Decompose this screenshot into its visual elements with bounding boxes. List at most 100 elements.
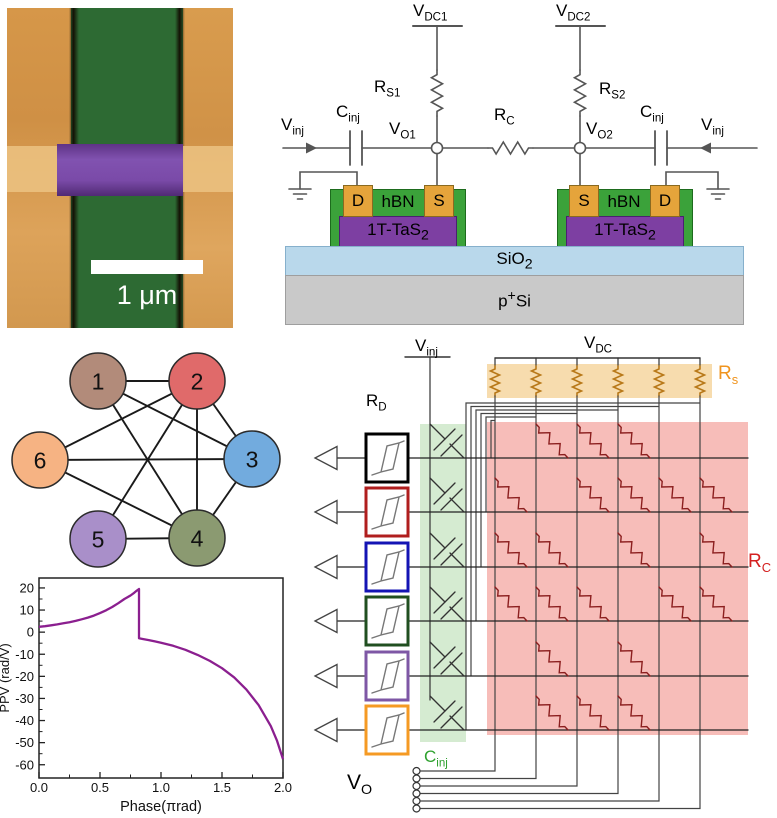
hbn-label-left: hBN [381,192,415,211]
cinj-cap-plate [440,706,463,729]
scale-bar [91,260,203,274]
cinj-cap-plate [440,543,463,566]
psi-label: p+Si [498,288,531,311]
cinj-cap-lead [449,443,465,459]
vinj-left-arrow-icon [306,142,317,154]
cinj-cap-lead [429,586,446,603]
xbar-rs-label: Rs [718,363,739,387]
coupling-resistor-r4c5 [658,586,692,622]
vdc1-label: VDC1 [413,1,448,24]
cinj-cap-lead [429,532,446,549]
x-axis-title: Phase(πrad) [120,799,202,815]
cinj-cap-plate [433,646,456,669]
coupling-resistor-r3c4 [617,532,651,568]
vdc2-label: VDC2 [556,1,591,24]
coupling-resistor-r2c1 [494,477,528,513]
x-tick-label: 2.0 [274,780,292,795]
sem-image: 1 μm [7,8,233,328]
ground-lead [299,171,358,190]
output-arrow-icon-1 [313,445,338,471]
row-col-link-2 [485,416,537,513]
cinj-cap-plate [440,652,463,675]
cinj-right-label: Cinj [640,102,664,125]
y-tick-label: -30 [15,691,34,706]
sio2-layer: SiO2 [285,246,744,276]
column-line-4 [419,395,619,795]
cinj-cap-lead [449,715,465,731]
x-tick-label: 0.5 [91,780,109,795]
rs-resistor-1 [488,365,502,397]
x-tick-label: 0.0 [30,780,48,795]
cinj-cap-plate [440,434,463,457]
output-arrow-icon-4 [313,608,338,634]
rs-resistor-4 [611,365,625,397]
oscillator-circuit-schematic [282,25,758,200]
graph-node-label-2: 2 [191,368,204,394]
tas2-flake [57,144,183,196]
row-col-link-4 [475,409,619,622]
cinj-cap-lead [429,477,446,494]
tas2-label-right: 1T-TaS2 [594,220,656,244]
cinj-cap-lead [429,423,446,440]
coupling-resistor-r2c3 [576,477,610,513]
row-col-link-1 [490,419,496,459]
y-axis-title: PPV (rad/V) [0,643,12,712]
hysteresis-icon-2 [371,494,405,530]
graph-node-6 [11,431,69,489]
vo2-node [573,141,587,155]
coupling-resistor-r6c2 [535,695,569,731]
x-tick-label: 1.5 [213,780,231,795]
coupling-resistor-r2c4 [617,477,651,513]
tas2-layer-left: 1T-TaS2 [339,216,457,248]
graph-node-3 [223,430,281,488]
hysteresis-icon-3 [371,549,405,585]
hbn-label-right: hBN [607,192,641,211]
cinj-cap-lead [449,552,465,568]
vinj-right-arrow-icon [700,142,711,154]
scale-label: 1 μm [116,280,178,310]
vo-terminal-6 [412,804,421,813]
column-line-3 [419,395,578,787]
row-col-link-5 [470,405,660,677]
y-tick-label: 10 [20,603,34,618]
coupling-resistor-r3c6 [699,532,733,568]
output-arrow-icon-5 [313,663,338,689]
coupling-resistor-r2c5 [658,477,692,513]
vo1-node [430,141,444,155]
y-tick-label: 0 [27,625,34,640]
rs-resistor-5 [652,365,666,397]
vinj-right-label: Vinj [701,115,724,138]
cinj-cap-plate [440,597,463,620]
vo-terminal-4 [412,789,421,798]
output-arrow-icon-6 [313,717,338,743]
coupling-resistor-r4c2 [535,586,569,622]
y-tick-label: 20 [20,580,34,595]
rs-resistor-3 [570,365,584,397]
coupling-resistor-r1c2 [535,423,569,459]
rs-resistor-6 [693,365,707,397]
coupling-resistor-r1c4 [617,423,651,459]
column-line-5 [419,395,660,802]
cinj-cap-plate [433,591,456,614]
cinj-cap-plate [433,537,456,560]
coupling-resistor-r6c4 [617,695,651,731]
hysteresis-icon-6 [371,712,405,748]
cinj-cap-plate [433,700,456,723]
graph-edge-1-3 [97,380,253,460]
vo-terminal-1 [412,766,421,776]
coupling-resistor-r5c4 [617,641,651,677]
rs-band [487,364,712,398]
rs2-label: RS2 [599,79,626,102]
sio2-label: SiO2 [496,249,533,273]
drain-contact-left: D [343,185,373,217]
vo-terminal-3 [412,781,421,791]
row-col-link-3 [480,412,578,568]
cinj-cap-plate [433,482,456,505]
plot-frame [38,577,284,779]
rc-resistor [487,140,534,156]
coupling-resistor-r4c6 [699,586,733,622]
coupling-resistor-r1c3 [576,423,610,459]
graph-node-1 [69,352,127,410]
